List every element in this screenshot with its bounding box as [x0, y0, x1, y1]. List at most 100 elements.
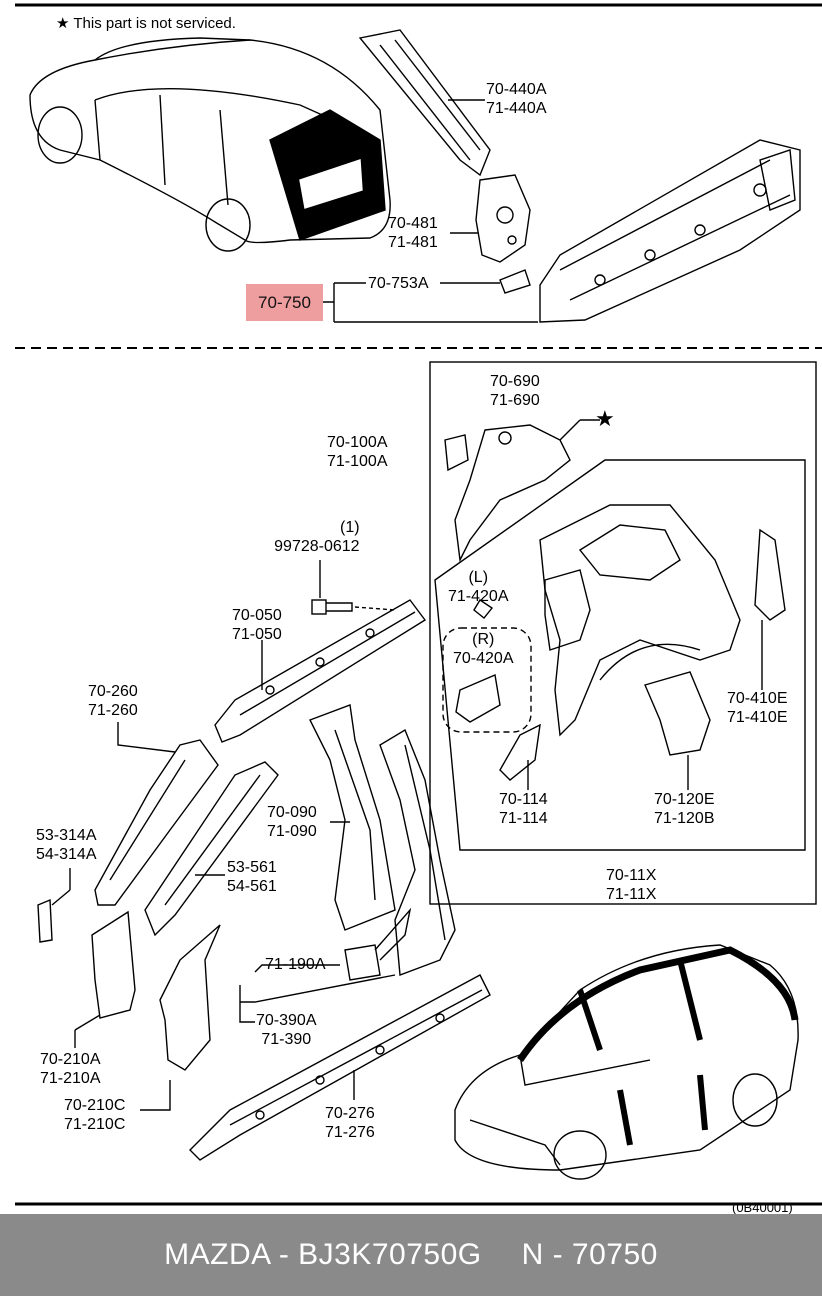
callout-line: 53-561	[227, 859, 277, 876]
callout-line: 71-390	[261, 1031, 312, 1048]
callout-line: 70-276	[325, 1105, 375, 1122]
callout-line: 71-210A	[40, 1070, 101, 1087]
callout-70-090[interactable]: 70-090 71-090	[267, 803, 317, 841]
callout-line: 71-114	[499, 810, 548, 827]
leader-190-390	[239, 964, 396, 1023]
callout-line: (R)	[472, 631, 495, 648]
part-70-210a	[74, 910, 136, 1048]
callout-line: 70-481	[388, 215, 438, 232]
callout-70-390a[interactable]: 70-390A 71-390	[256, 1011, 317, 1049]
part-71-420a	[473, 569, 591, 651]
part-70-100a	[444, 419, 600, 563]
callout-70-114[interactable]: 70-114 71-114	[499, 790, 548, 828]
part-70-440a	[358, 29, 491, 177]
callout-line: 71-090	[267, 823, 317, 840]
leader-70-750	[323, 282, 538, 323]
callout-line: 71-481	[388, 234, 438, 251]
part-70-114	[499, 723, 541, 790]
callout-line: 71-276	[325, 1124, 375, 1141]
part-70-481	[450, 174, 531, 263]
callout-line: 71-050	[232, 626, 282, 643]
callout-70-481[interactable]: 70-481 71-481	[388, 214, 438, 252]
callout-line: 70-420A	[453, 650, 514, 667]
part-70-390a	[344, 728, 456, 981]
callout-line: 71-100A	[327, 453, 388, 470]
bolt-99728-0612	[311, 560, 396, 615]
part-70-750-rear-panel	[539, 139, 801, 323]
callout-53-314a[interactable]: 53-314A 54-314A	[36, 826, 97, 864]
footer-bar: MAZDA - BJ3K70750G N - 70750	[0, 1214, 822, 1296]
callout-line: 70-690	[490, 373, 540, 390]
footer-ref: N - 70750	[521, 1238, 658, 1271]
hatchback-overview	[29, 37, 391, 252]
callout-line: 71-190A	[265, 956, 326, 973]
assembly-box-70-11x	[429, 361, 817, 905]
callout-71-420a-l[interactable]: (L) 71-420A	[448, 568, 509, 606]
callout-line: 70-210C	[64, 1097, 126, 1114]
callout-99728-0612[interactable]: (1) 99728-0612	[270, 518, 360, 556]
callout-line: 71-210C	[64, 1116, 126, 1133]
callout-line: 54-314A	[36, 846, 97, 863]
callout-line: 54-561	[227, 878, 277, 895]
part-70-090	[309, 704, 396, 931]
footer-part-number: MAZDA - BJ3K70750G	[164, 1238, 482, 1271]
callout-71-190a[interactable]: 71-190A	[265, 955, 326, 974]
callout-line: (L)	[468, 569, 489, 586]
callout-line: 71-690	[490, 392, 540, 409]
part-70-753a	[440, 269, 531, 294]
part-70-276	[189, 974, 491, 1161]
callout-70-260[interactable]: 70-260 71-260	[88, 682, 138, 720]
dashed-box-r	[442, 627, 532, 733]
callout-line: 70-090	[267, 804, 317, 821]
part-70-410e	[754, 528, 786, 690]
part-70-120e	[644, 671, 711, 790]
callout-line: 70-050	[232, 607, 282, 624]
note-text: This part is not serviced.	[73, 15, 236, 32]
callout-70-210c[interactable]: 70-210C 71-210C	[64, 1096, 125, 1134]
part-53-314a	[37, 868, 71, 943]
callout-line: 70-210A	[40, 1051, 101, 1068]
callout-line: 71-440A	[486, 100, 547, 117]
callout-line: 99728-0612	[274, 538, 360, 555]
callout-line: (1)	[340, 519, 360, 536]
callout-line: 53-314A	[36, 827, 97, 844]
callout-line: 70-114	[499, 791, 548, 808]
callout-70-753a[interactable]: 70-753A	[368, 274, 429, 293]
part-53-561	[144, 761, 279, 937]
callout-70-050[interactable]: 70-050 71-050	[232, 606, 282, 644]
part-70-260	[94, 722, 219, 906]
sedan-overview	[454, 944, 799, 1180]
callout-line: 71-420A	[448, 588, 509, 605]
callout-line: 71-410E	[727, 709, 788, 726]
callout-line: 71-260	[88, 702, 138, 719]
callout-70-690[interactable]: 70-690 71-690	[490, 372, 540, 410]
callout-70-276[interactable]: 70-276 71-276	[325, 1104, 375, 1142]
inner-box	[434, 459, 806, 851]
part-70-420a	[455, 674, 501, 723]
callout-line: 70-440A	[486, 81, 547, 98]
callout-70-440a[interactable]: 70-440A 71-440A	[486, 80, 547, 118]
callout-line: 71-120B	[654, 810, 715, 827]
callout-70-100a[interactable]: 70-100A 71-100A	[327, 433, 388, 471]
not-serviced-star-icon: ★	[595, 406, 615, 431]
callout-70-11x[interactable]: 70-11X 71-11X	[606, 866, 656, 904]
callout-line: 71-11X	[606, 886, 657, 903]
callout-line: 70-120E	[654, 791, 715, 808]
star-icon: ★	[56, 15, 70, 32]
callout-line: 70-753A	[368, 275, 429, 292]
part-70-210c	[140, 924, 221, 1111]
reference-code: (0B40001)	[732, 1200, 793, 1214]
callout-70-410e[interactable]: 70-410E 71-410E	[727, 689, 788, 727]
callout-70-120e[interactable]: 70-120E 71-120B	[654, 790, 715, 828]
callout-70-210a[interactable]: 70-210A 71-210A	[40, 1050, 101, 1088]
callout-line: 70-11X	[606, 867, 657, 884]
callout-70-420a-r[interactable]: (R) 70-420A	[453, 630, 514, 668]
highlighted-part-label[interactable]: 70-750	[246, 284, 323, 321]
not-serviced-note: ★ This part is not serviced.	[56, 14, 236, 32]
callout-53-561[interactable]: 53-561 54-561	[227, 858, 277, 896]
part-70-050	[214, 599, 427, 743]
callout-line: 70-100A	[327, 434, 388, 451]
callout-line: 70-390A	[256, 1012, 317, 1029]
part-quarter-panel	[539, 504, 741, 737]
